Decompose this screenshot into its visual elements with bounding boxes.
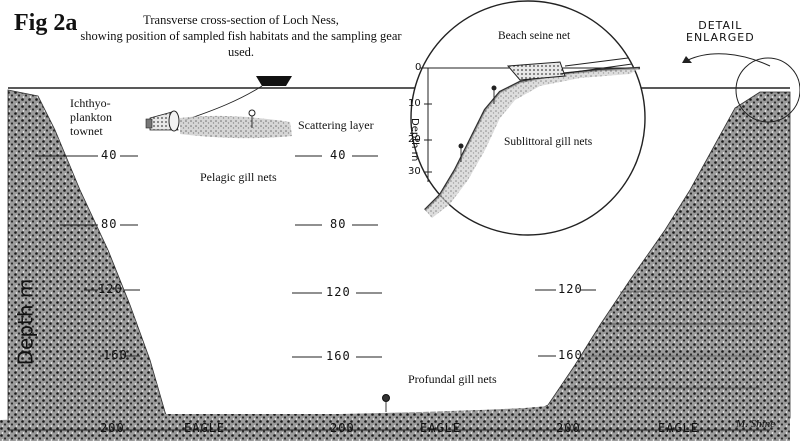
inset-tick: 0: [415, 62, 422, 73]
right-bank-depth-lines: [560, 291, 760, 389]
figure-caption: Transverse cross-section of Loch Ness, s…: [76, 12, 406, 60]
depth-mark-right: 160: [558, 348, 583, 362]
caption-line-1: Transverse cross-section of Loch Ness,: [143, 13, 339, 27]
boat: [256, 76, 292, 86]
depth-mark-center: 160: [326, 349, 351, 363]
depth-mark-right: 120: [558, 282, 583, 296]
townet-label-line: plankton: [70, 110, 112, 124]
depth-mark-center: 120: [326, 285, 351, 299]
profundal-net-marker: [382, 394, 390, 412]
center-depth-ticks: [292, 155, 382, 358]
sublittoral-label: Sublittoral gill nets: [504, 136, 593, 148]
sublittoral-net-markers: [458, 85, 497, 162]
townet-label-line: townet: [70, 124, 103, 138]
figure-number: Fig 2a: [14, 10, 78, 36]
detail-line: DETAIL: [698, 19, 743, 32]
eagle-mark: EAGLE: [420, 421, 462, 435]
pelagic-label: Pelagic gill nets: [200, 170, 277, 184]
depth-mark-center: 200: [330, 421, 355, 435]
profundal-label: Profundal gill nets: [408, 372, 497, 386]
depth-mark-left: 200: [100, 421, 125, 435]
left-depth-ticks: [35, 155, 140, 357]
eagle-mark: EAGLE: [658, 421, 700, 435]
depth-mark-left: 120: [98, 282, 123, 296]
depth-mark-left: 80: [101, 217, 118, 231]
townet-label-line: Ichthyo-: [70, 96, 111, 110]
inset-axis-label: Depth m: [409, 118, 420, 162]
scattering-layer: [180, 115, 292, 139]
inset-slope-shade: [425, 68, 640, 218]
inset-tick: 10: [408, 98, 421, 109]
depth-mark-right: 200: [556, 421, 581, 435]
right-depth-ticks: [535, 289, 596, 357]
detail-arrow: [687, 53, 771, 67]
caption-line-2: showing position of sampled fish habitat…: [80, 29, 402, 59]
townet-label: Ichthyo- plankton townet: [70, 96, 112, 138]
inset-axis-ticks: [424, 103, 432, 173]
inset-tick: 20: [408, 134, 421, 145]
detail-line: ENLARGED: [686, 31, 755, 44]
sampler-marker: [248, 109, 256, 128]
left-bank: [7, 89, 171, 426]
detail-arrowhead: [682, 56, 692, 63]
eagle-mark: EAGLE: [184, 421, 226, 435]
beach-seine-net-icon: [506, 57, 633, 81]
loch-floor: [0, 405, 790, 441]
signature: M. Shine: [736, 418, 776, 430]
townet-icon: [145, 110, 180, 132]
y-axis-label: Depth m: [13, 278, 38, 366]
inset-tick: 30: [408, 166, 421, 177]
scattering-layer-label: Scattering layer: [298, 118, 374, 132]
detail-enlarged-label: DETAIL ENLARGED: [686, 20, 755, 44]
depth-mark-left: 160: [103, 348, 128, 362]
depth-mark-center: 40: [330, 148, 347, 162]
detail-source-circle: [735, 57, 800, 123]
depth-mark-left: 40: [101, 148, 118, 162]
beach-seine-label: Beach seine net: [498, 30, 571, 42]
depth-mark-center: 80: [330, 217, 347, 231]
